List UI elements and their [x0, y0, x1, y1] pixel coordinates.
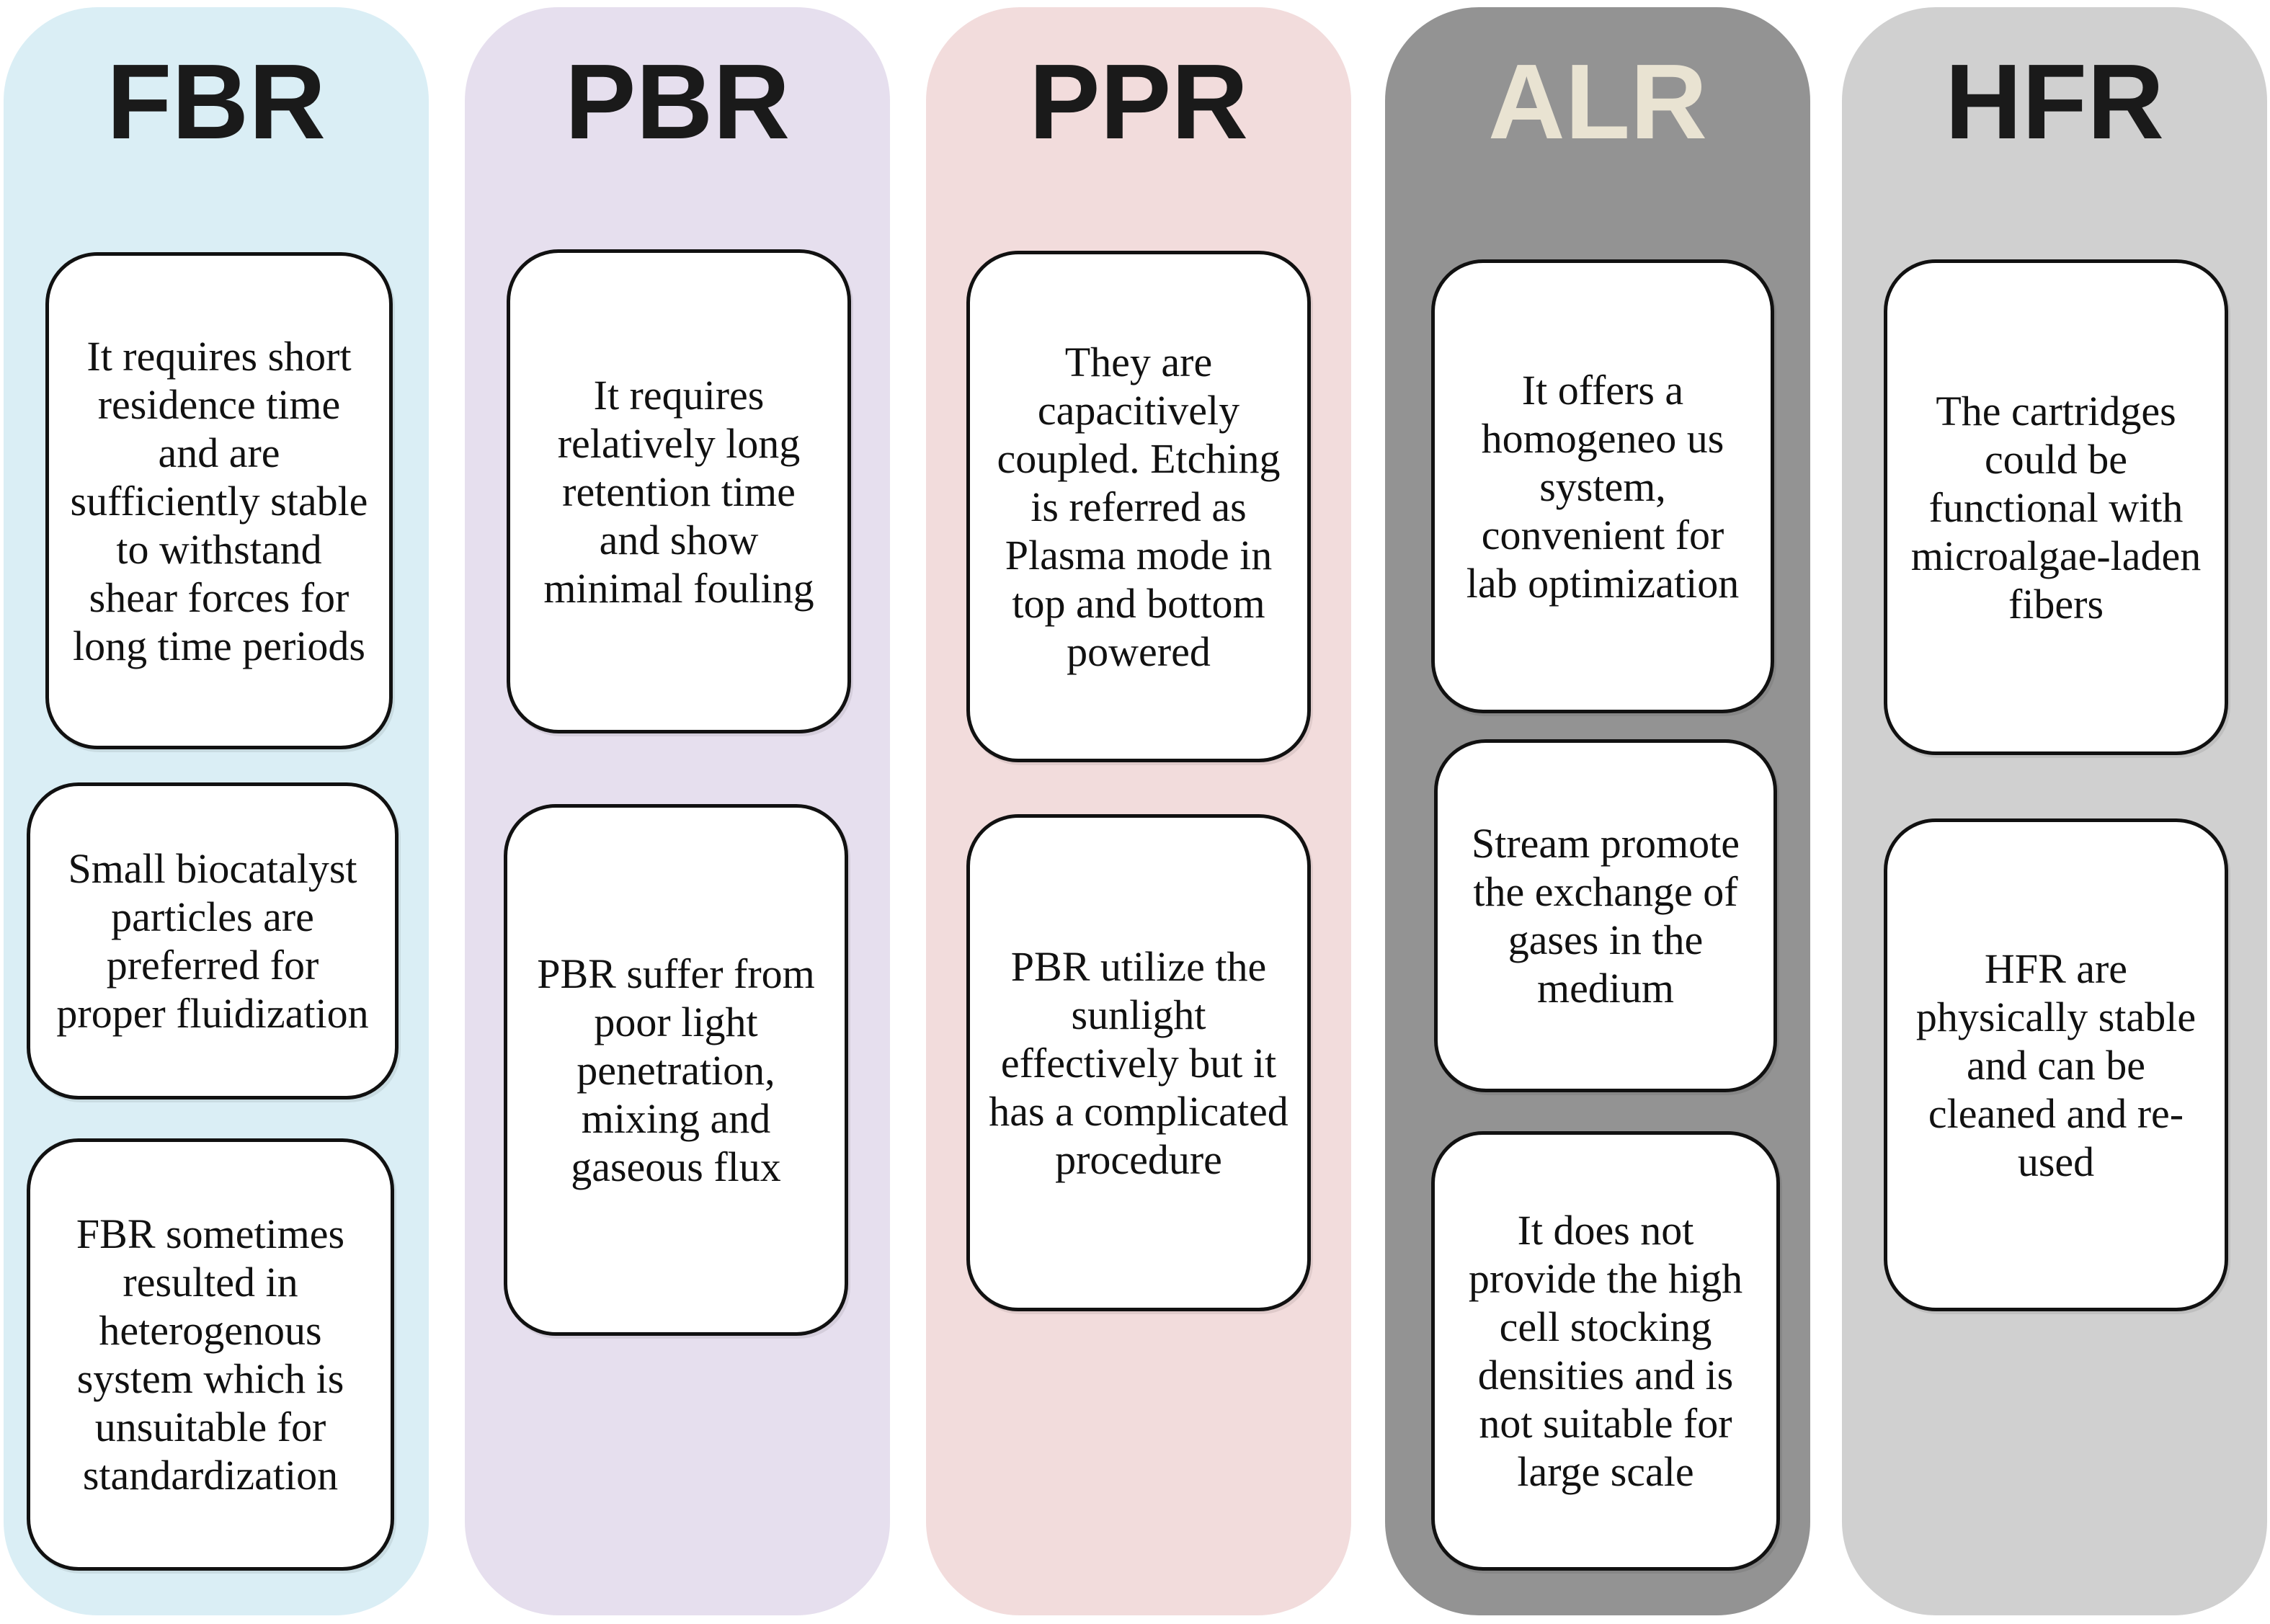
column-title: PBR — [564, 43, 791, 161]
column-hfr: HFR The cartridges could be functional w… — [1842, 7, 2267, 1615]
info-card: Stream promote the exchange of gases in … — [1434, 739, 1777, 1092]
info-card: PBR suffer from poor light penetration, … — [504, 804, 848, 1336]
column-title: PPR — [1028, 43, 1249, 161]
column-title: FBR — [106, 43, 326, 161]
column-title: ALR — [1487, 43, 1708, 161]
info-card: It requires short residence time and are… — [45, 252, 393, 749]
info-card: They are capacitively coupled. Etching i… — [966, 251, 1311, 762]
column-title: HFR — [1944, 43, 2165, 161]
column-ppr: PPR They are capacitively coupled. Etchi… — [926, 7, 1351, 1615]
info-card: FBR sometimes resulted in heterogenous s… — [27, 1138, 394, 1571]
info-card: Small biocatalyst particles are preferre… — [27, 782, 399, 1099]
info-card: HFR are physically stable and can be cle… — [1884, 818, 2228, 1311]
info-card: It offers a homogeneo us system, conveni… — [1431, 259, 1774, 713]
info-card: It does not provide the high cell stocki… — [1431, 1131, 1780, 1571]
column-fbr: FBR It requires short residence time and… — [4, 7, 429, 1615]
column-pbr: PBR It requires relatively long retentio… — [465, 7, 890, 1615]
info-card: PBR utilize the sunlight effectively but… — [966, 814, 1311, 1311]
info-card: The cartridges could be functional with … — [1884, 259, 2228, 755]
column-alr: ALR It offers a homogeneo us system, con… — [1385, 7, 1810, 1615]
info-card: It requires relatively long retention ti… — [507, 249, 851, 733]
